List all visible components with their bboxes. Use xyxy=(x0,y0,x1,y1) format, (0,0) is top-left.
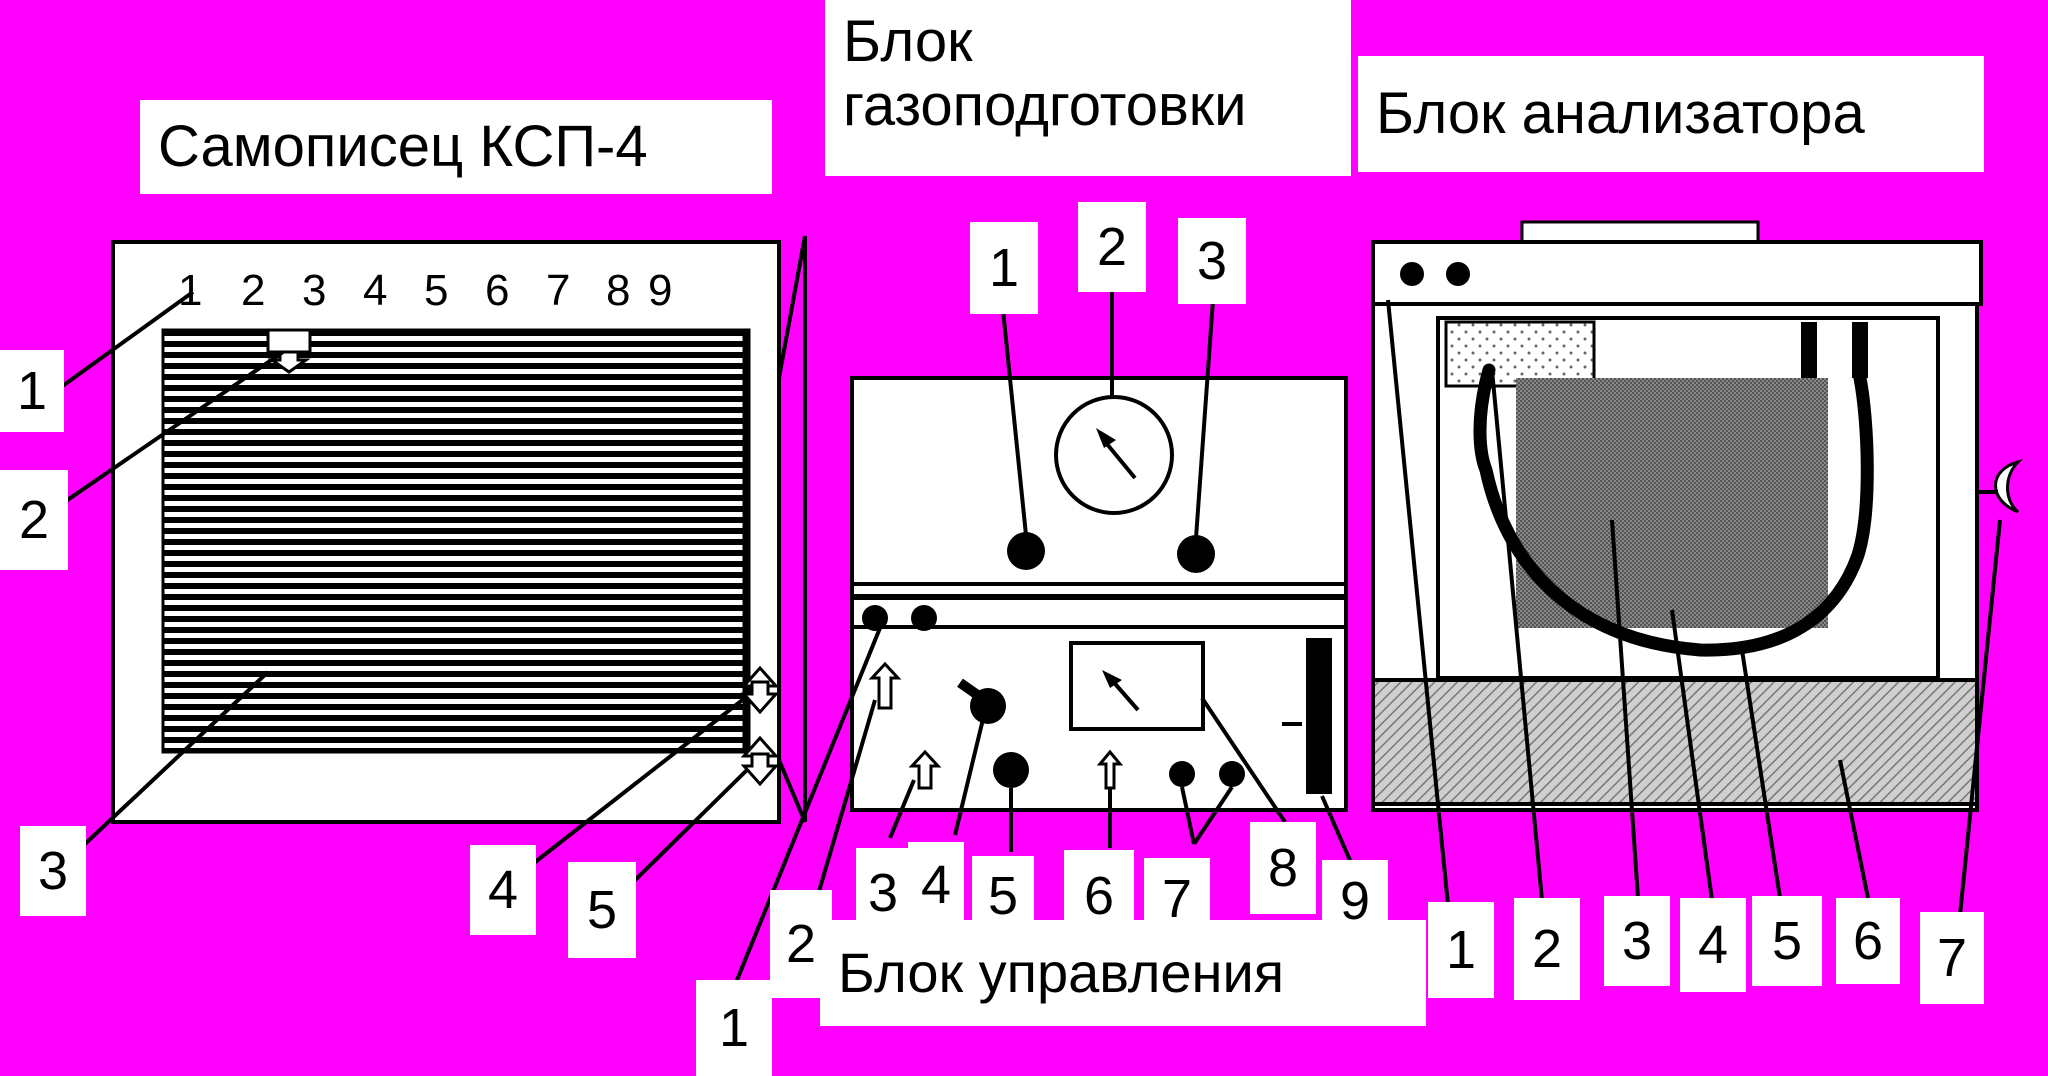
analyzer-device xyxy=(1371,220,2024,916)
filter-cartridge-icon xyxy=(1444,320,1596,388)
title-recorder-text: Самописец КСП-4 xyxy=(158,114,648,180)
valve-knob-1-icon xyxy=(1007,532,1045,570)
gasprep-label-3: 3 xyxy=(1178,218,1246,304)
analyzer-label-1: 1 xyxy=(1428,902,1494,998)
control-label-6: 6 xyxy=(1064,850,1134,942)
recorder-label-5: 5 xyxy=(568,862,636,958)
title-control-text: Блок управления xyxy=(838,941,1285,1005)
scale-number: 3 xyxy=(302,266,327,315)
control-arrow-3-icon xyxy=(908,749,942,790)
analyzer-label-4: 4 xyxy=(1680,898,1746,992)
control-label-4: 4 xyxy=(908,842,964,928)
control-label-7: 7 xyxy=(1144,858,1210,940)
title-gasprep-line2: газоподготовки xyxy=(843,72,1247,138)
control-label-8: 8 xyxy=(1250,822,1316,914)
control-label-3: 3 xyxy=(856,848,910,938)
scale-number: 9 xyxy=(648,266,673,315)
pen-arrow-icon xyxy=(267,350,311,374)
sample-tube-icon xyxy=(1473,363,1874,657)
recorder-label-1: 1 xyxy=(0,350,64,432)
control-label-9: 9 xyxy=(1322,860,1388,942)
analyzer-cell-icon xyxy=(1516,378,1828,628)
analyzer-label-3: 3 xyxy=(1604,896,1670,986)
recorder-label-3: 3 xyxy=(20,826,86,916)
analyzer-label-6: 6 xyxy=(1836,898,1900,984)
scale-number: 6 xyxy=(485,266,510,315)
analyzer-label-2: 2 xyxy=(1514,898,1580,1000)
analyzer-label-5: 5 xyxy=(1752,896,1822,986)
handle-icon xyxy=(1994,459,2024,514)
scale-number: 4 xyxy=(363,266,388,315)
scale-number: 8 xyxy=(606,266,631,315)
title-analyzer-text: Блок анализатора xyxy=(1376,81,1865,147)
title-recorder: Самописец КСП-4 xyxy=(140,100,772,194)
title-analyzer: Блок анализатора xyxy=(1358,56,1984,172)
recorder-device xyxy=(48,235,807,892)
scale-number: 2 xyxy=(241,266,266,315)
gasprep-label-2: 2 xyxy=(1078,202,1146,292)
control-arrow-2-icon xyxy=(868,661,902,710)
scale-number: 5 xyxy=(424,266,449,315)
recorder-label-2: 2 xyxy=(0,470,68,570)
control-label-1: 1 xyxy=(696,980,772,1076)
gasprep-device xyxy=(850,280,1348,598)
title-gasprep: Блок газоподготовки xyxy=(825,0,1351,176)
valve-knob-3-icon xyxy=(1177,535,1215,573)
gasprep-label-1: 1 xyxy=(970,222,1038,314)
scale-number: 7 xyxy=(546,266,571,315)
control-meter-icon xyxy=(1069,641,1205,731)
title-gasprep-line1: Блок xyxy=(843,9,973,74)
recorder-label-4: 4 xyxy=(470,845,536,935)
control-label-2: 2 xyxy=(770,890,832,998)
analyzer-base-icon xyxy=(1371,678,1979,806)
control-device xyxy=(733,596,1354,986)
analyzer-label-7: 7 xyxy=(1920,912,1984,1004)
scale-number: 1 xyxy=(178,266,203,315)
control-label-5: 5 xyxy=(972,856,1034,936)
